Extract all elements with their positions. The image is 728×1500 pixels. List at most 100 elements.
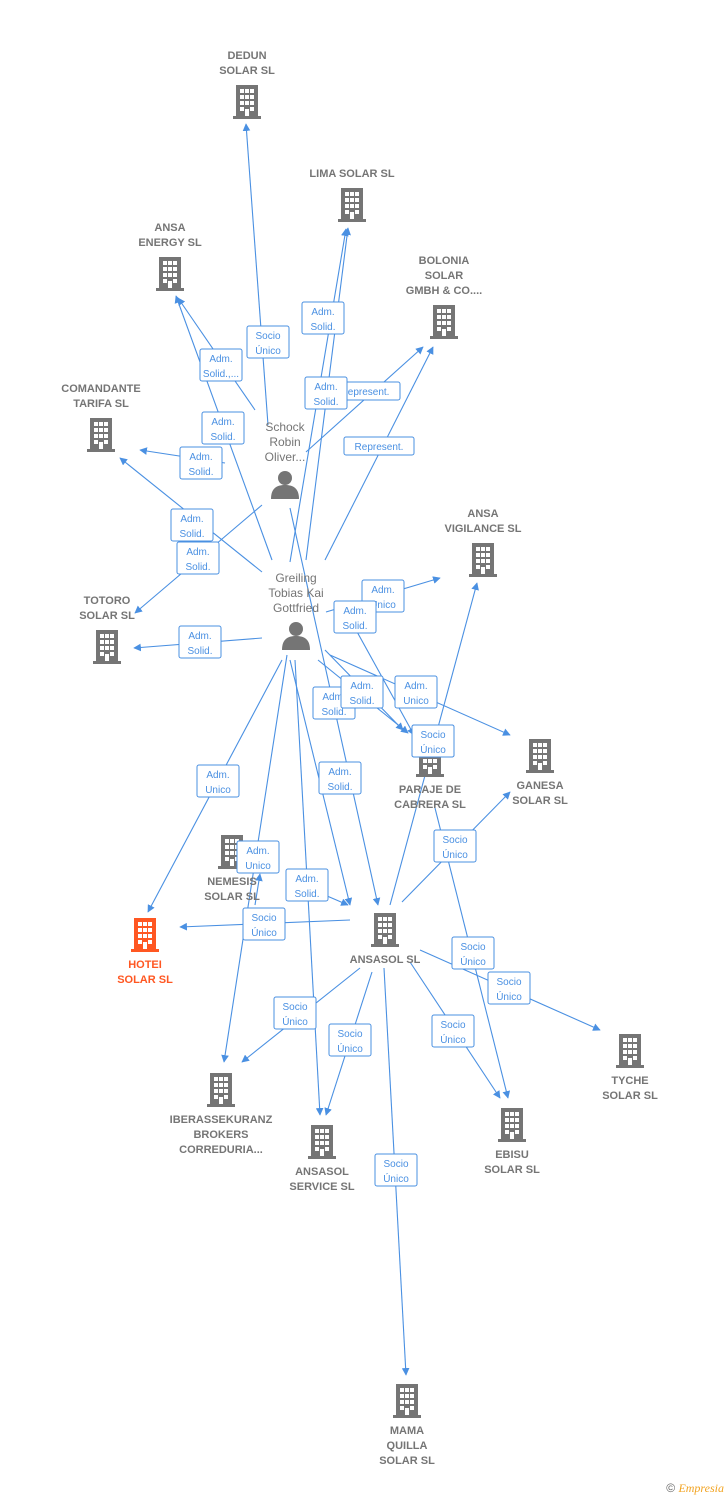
company-label: CABRERA SL — [394, 799, 466, 811]
company-label: EBISU — [495, 1149, 529, 1161]
badge-label: Adm. — [328, 767, 351, 778]
company-label: SOLAR SL — [204, 891, 260, 903]
building-icon — [393, 1384, 421, 1418]
relationship-badge[interactable]: Adm.Solid. — [301, 301, 345, 335]
relationship-badge[interactable]: Adm.Solid. — [285, 868, 329, 902]
company-label: SOLAR SL — [379, 1455, 435, 1467]
company-label: GMBH & CO.... — [406, 285, 482, 297]
company-label: SOLAR — [425, 270, 464, 282]
relationship-edge — [242, 123, 269, 426]
company-node-bolonia[interactable]: BOLONIA SOLAR GMBH & CO.... — [406, 255, 482, 339]
badge-label: Represent. — [355, 442, 404, 453]
relationship-badge[interactable]: Adm.Solid. — [176, 541, 220, 575]
relationship-badge[interactable]: Adm.Solid. — [333, 600, 377, 634]
brand-logo[interactable]: Empresia — [678, 1481, 724, 1495]
company-label: CORREDURIA... — [179, 1144, 263, 1156]
relationship-badge[interactable]: Adm.Unico — [196, 764, 240, 798]
company-node-ansasol[interactable]: ANSASOL SL — [350, 913, 421, 966]
relationship-badge[interactable]: Adm.Solid. — [304, 376, 348, 410]
badge-label: Adm. — [209, 354, 232, 365]
badge-label: Adm. — [186, 547, 209, 558]
company-label: SOLAR SL — [602, 1090, 658, 1102]
badge-label: Adm. — [350, 681, 373, 692]
person-node-schock[interactable]: SchockRobinOliver... — [265, 420, 306, 499]
badge-label: Socio — [383, 1159, 408, 1170]
badge-label: Unico — [403, 696, 429, 707]
badge-label: Único — [282, 1015, 308, 1028]
relationship-badge[interactable]: Adm. Solid. — [179, 446, 223, 480]
company-label: SERVICE SL — [289, 1181, 354, 1193]
badge-label: Unico — [205, 785, 231, 796]
building-icon — [430, 305, 458, 339]
badge-label: Adm. — [180, 514, 203, 525]
relationship-badge[interactable]: Adm.Solid. — [201, 411, 245, 445]
relationship-badge[interactable]: Adm.Unico — [236, 840, 280, 874]
relationship-badge[interactable]: Adm. Solid.,... — [199, 348, 243, 382]
person-label: Oliver... — [265, 450, 306, 464]
company-label: HOTEI — [128, 959, 162, 971]
company-label: VIGILANCE SL — [444, 523, 521, 535]
badge-label: Adm. — [189, 452, 212, 463]
building-icon — [526, 739, 554, 773]
company-node-iberas[interactable]: IBERASSEKURANZBROKERSCORREDURIA... — [170, 1073, 273, 1156]
badge-label: Único — [460, 955, 486, 968]
relationship-badge[interactable]: Adm. Solid. — [178, 625, 222, 659]
company-label: ANSASOL SL — [350, 954, 421, 966]
company-label: COMANDANTE — [61, 383, 140, 395]
person-label: Tobias Kai — [268, 586, 323, 600]
badge-label: Solid. — [349, 696, 374, 707]
badge-label: Solid.,... — [203, 369, 239, 380]
relationship-badge[interactable]: Adm.Solid. — [318, 761, 362, 795]
relationship-badge[interactable]: Adm. Solid. — [340, 675, 384, 709]
badge-label: Socio — [442, 835, 467, 846]
company-label: SOLAR SL — [117, 974, 173, 986]
company-node-ansasol-service[interactable]: ANSASOL SERVICE SL — [289, 1125, 355, 1193]
company-node-hotei[interactable]: HOTEI SOLAR SL — [117, 918, 173, 986]
company-label: GANESA — [516, 780, 563, 792]
badge-label: Adm. — [188, 631, 211, 642]
badge-label: Solid. — [188, 467, 213, 478]
badge-label: Adm. — [295, 874, 318, 885]
company-label: ENERGY SL — [138, 237, 202, 249]
badge-label: Único — [337, 1042, 363, 1055]
company-node-lima[interactable]: LIMA SOLAR SL — [309, 168, 395, 222]
badge-label: Solid. — [187, 646, 212, 657]
company-label: BOLONIA — [419, 255, 470, 267]
company-label: ANSASOL — [295, 1166, 349, 1178]
company-label: TOTORO — [84, 595, 131, 607]
badge-label: Solid. — [321, 707, 346, 718]
relationship-badge[interactable]: Adm.Solid. — [170, 508, 214, 542]
badge-label: Represent. — [341, 387, 390, 398]
badge-label: Adm. — [371, 585, 394, 596]
badge-label: Unico — [370, 600, 396, 611]
badge-label: Único — [440, 1033, 466, 1046]
company-label: SOLAR SL — [219, 65, 275, 77]
person-label: Greiling — [275, 571, 316, 585]
relationship-badge[interactable]: Represent. — [343, 436, 415, 456]
relationship-badge[interactable]: Adm.Unico — [394, 675, 438, 709]
